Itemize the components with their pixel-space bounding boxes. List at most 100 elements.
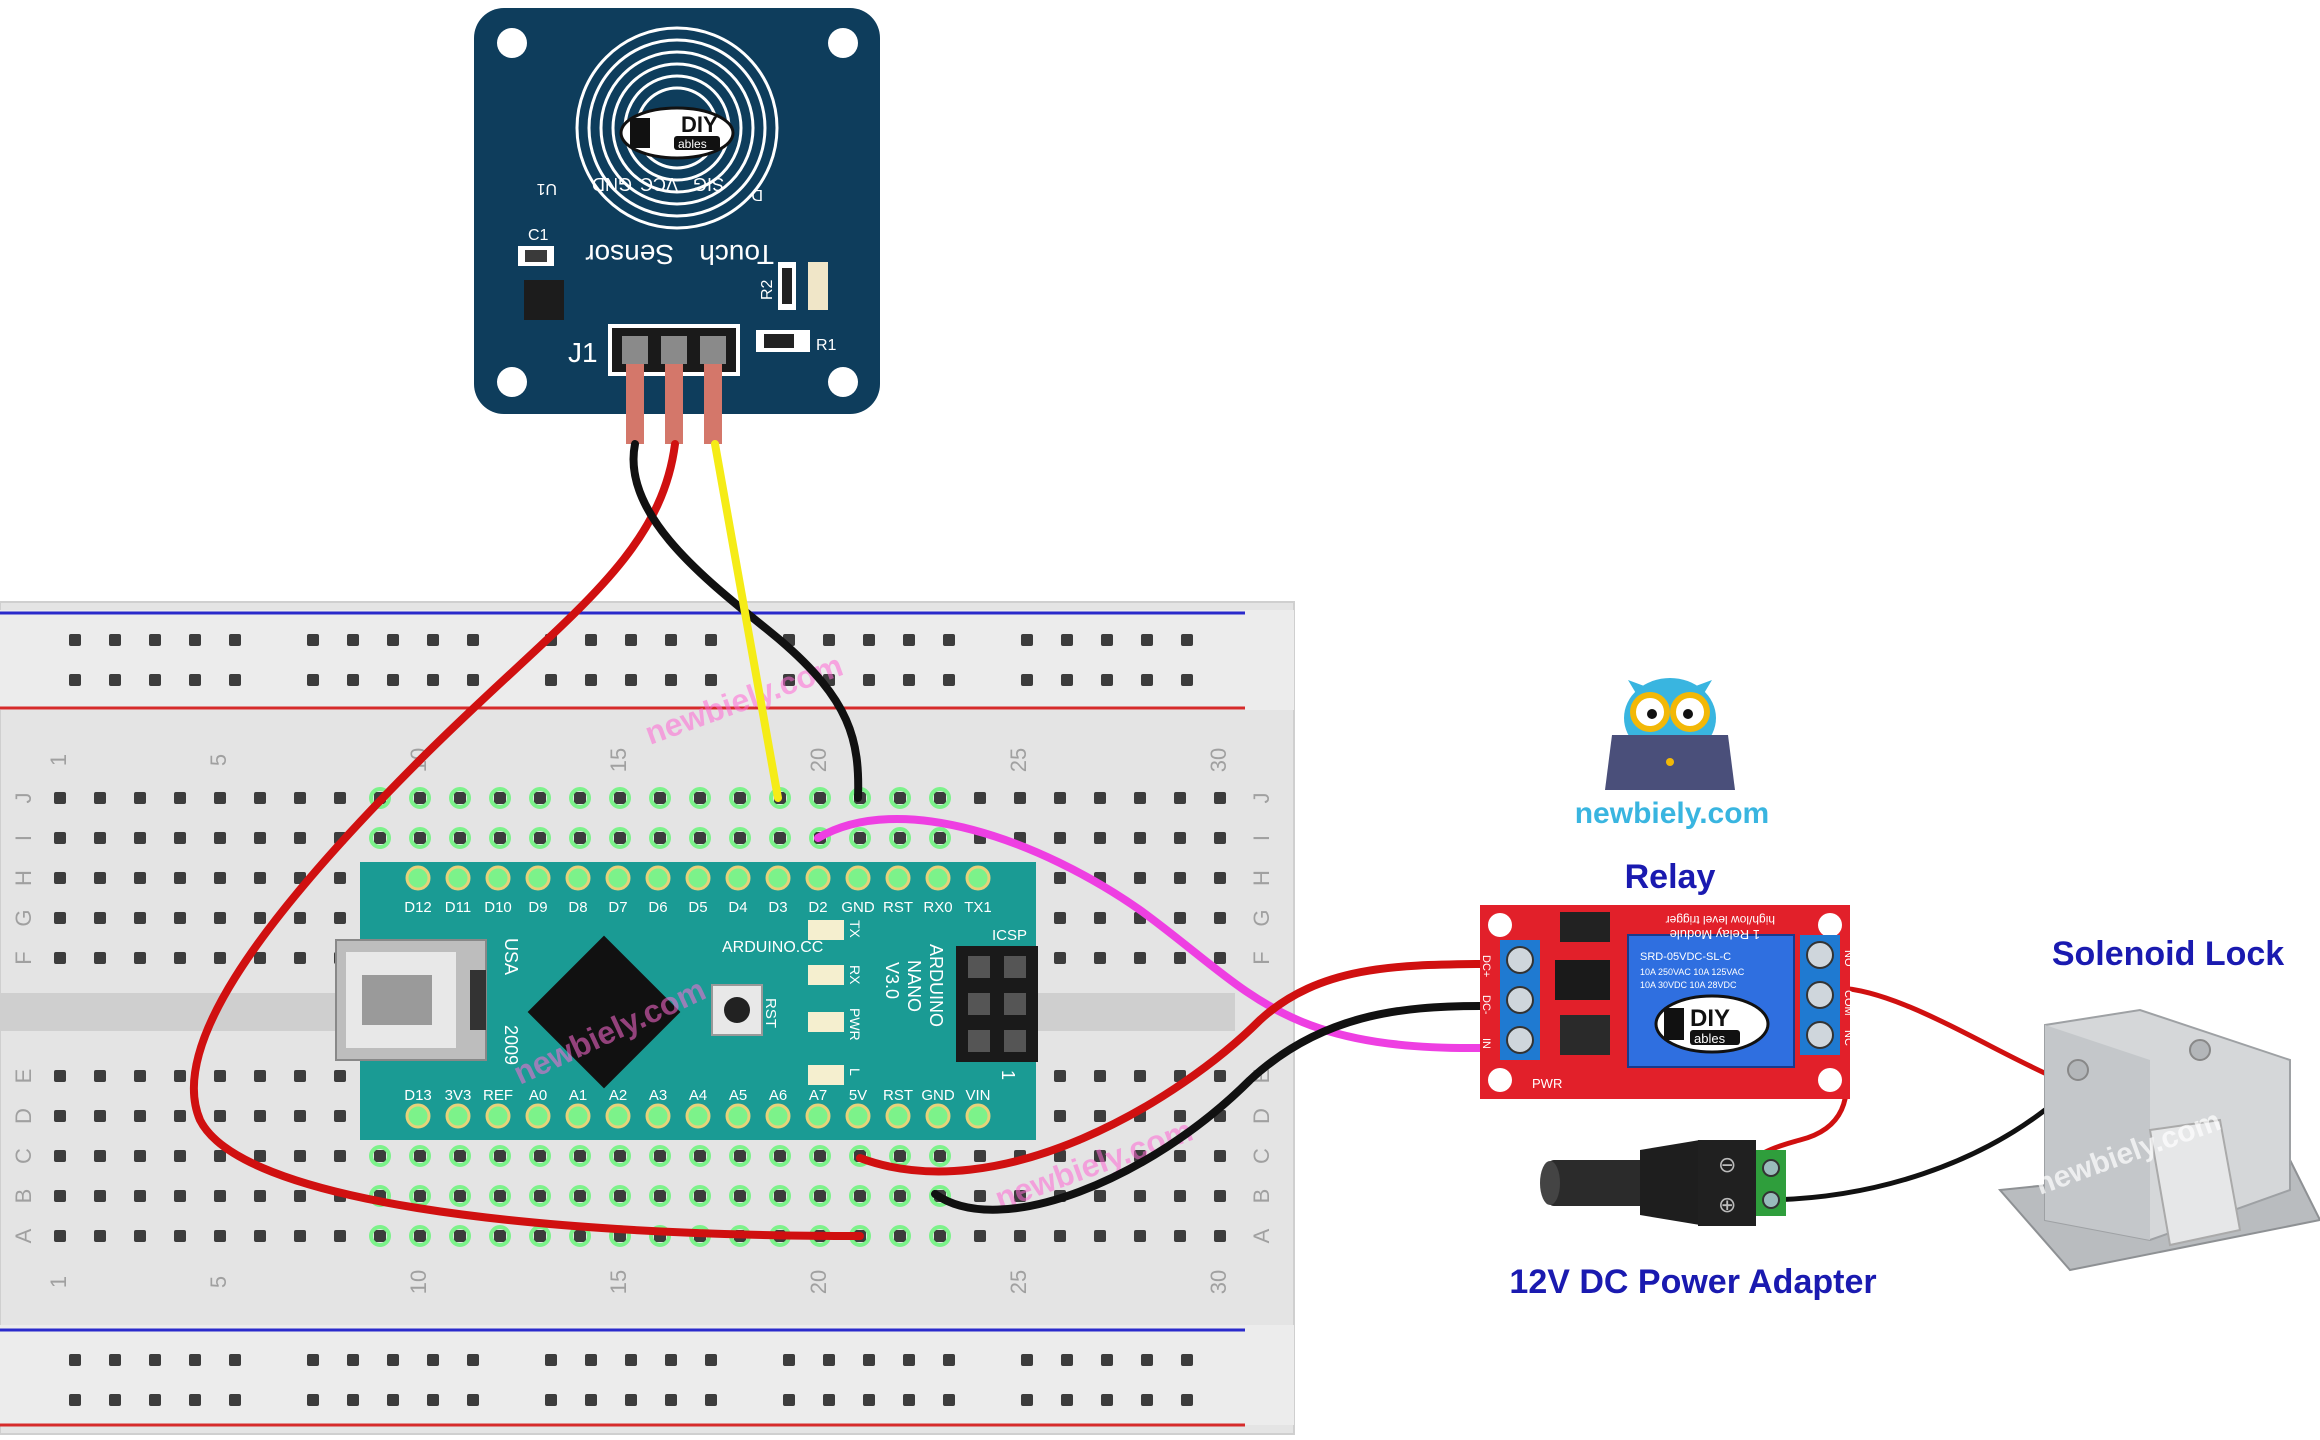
breadboard-hole [54, 1190, 66, 1202]
breadboard-hole [294, 912, 306, 924]
breadboard-rail-hole [229, 1394, 241, 1406]
wires [189, 440, 2063, 1240]
breadboard-hole [414, 1230, 426, 1242]
arduino-top-pin-label: D10 [484, 899, 512, 916]
arduino-pin-pad [605, 865, 631, 891]
breadboard-hole [1214, 792, 1226, 804]
breadboard-hole-active [489, 1145, 511, 1167]
arduino-pin-pad [605, 1103, 631, 1129]
breadboard-hole-active [889, 1185, 911, 1207]
dc-power-jack: ⊖ ⊕ [1540, 1140, 1786, 1226]
breadboard-rail-hole [943, 634, 955, 646]
breadboard-hole [894, 1230, 906, 1242]
breadboard-row-letter: I [11, 835, 36, 841]
breadboard-hole [134, 1070, 146, 1082]
breadboard-hole [1014, 1230, 1026, 1242]
breadboard-hole [54, 792, 66, 804]
breadboard-column-number: 30 [1206, 1270, 1231, 1294]
breadboard-rail-hole [705, 674, 717, 686]
arduino-pin-pad [925, 865, 951, 891]
breadboard-hole [774, 1190, 786, 1202]
breadboard-hole [174, 1110, 186, 1122]
breadboard-hole [134, 1150, 146, 1162]
wire-sensor-sig [711, 440, 782, 802]
breadboard-hole [174, 1190, 186, 1202]
breadboard-hole [1134, 792, 1146, 804]
relay-pin-in: IN [1480, 1038, 1492, 1049]
breadboard-rail-hole [467, 634, 479, 646]
arduino-model-line1: ARDUINO [926, 944, 946, 1027]
arduino-pin-pad [965, 865, 991, 891]
breadboard-hole [414, 832, 426, 844]
breadboard-rail-hole [229, 1354, 241, 1366]
breadboard-hole [1134, 952, 1146, 964]
arduino-bottom-pin-label: 3V3 [445, 1087, 472, 1104]
breadboard-hole [254, 1070, 266, 1082]
breadboard-hole [374, 1230, 386, 1242]
breadboard-rail-hole [943, 674, 955, 686]
breadboard-rail-hole [189, 1394, 201, 1406]
breadboard-hole [814, 1150, 826, 1162]
breadboard-row-letter: C [11, 1148, 36, 1164]
breadboard-hole [1214, 1230, 1226, 1242]
breadboard-hole-active [809, 787, 831, 809]
breadboard-row-letter: F [11, 951, 36, 964]
breadboard-hole [1214, 1070, 1226, 1082]
breadboard-rail-hole [467, 674, 479, 686]
breadboard-hole [774, 832, 786, 844]
breadboard-hole [654, 792, 666, 804]
breadboard-hole [774, 1150, 786, 1162]
breadboard-row-letter: J [1249, 793, 1274, 804]
breadboard-hole [854, 1190, 866, 1202]
breadboard-row-letter: E [11, 1069, 36, 1084]
arduino-top-pin-label: TX1 [964, 899, 992, 916]
breadboard-hole [94, 872, 106, 884]
breadboard-hole-active [889, 827, 911, 849]
breadboard-hole [254, 912, 266, 924]
breadboard-hole [174, 832, 186, 844]
arduino-top-pin-label: RX0 [923, 899, 952, 916]
breadboard-hole [214, 1070, 226, 1082]
arduino-bottom-pin-label: A4 [689, 1087, 707, 1104]
breadboard-hole [974, 1150, 986, 1162]
breadboard-hole [1134, 872, 1146, 884]
breadboard-rail-hole [625, 1354, 637, 1366]
breadboard-hole [214, 952, 226, 964]
breadboard-hole [1094, 1190, 1106, 1202]
breadboard-hole [174, 952, 186, 964]
breadboard-hole [214, 912, 226, 924]
breadboard-hole [214, 1230, 226, 1242]
breadboard-hole [334, 872, 346, 884]
adapter-label: 12V DC Power Adapter [1509, 1263, 1876, 1301]
breadboard-rail-hole [585, 1354, 597, 1366]
breadboard-hole-active [649, 787, 671, 809]
breadboard-row-letter: H [11, 870, 36, 886]
sensor-title-line2: Sensor [585, 239, 674, 270]
breadboard-hole [1174, 792, 1186, 804]
icsp-label: ICSP [992, 927, 1027, 944]
breadboard-rail-hole [69, 1354, 81, 1366]
arduino-pin-pad [805, 1103, 831, 1129]
arduino-top-pin-label: RST [883, 899, 913, 916]
breadboard-hole-active [449, 1225, 471, 1247]
breadboard-hole [254, 792, 266, 804]
breadboard-hole-active [609, 827, 631, 849]
breadboard-hole [454, 1190, 466, 1202]
breadboard-row-letter: B [1249, 1189, 1274, 1204]
breadboard-hole [734, 1190, 746, 1202]
breadboard-hole [1054, 872, 1066, 884]
arduino-bottom-pin-label: A1 [569, 1087, 587, 1104]
relay-pin-dcplus: DC+ [1480, 955, 1492, 977]
breadboard-hole [894, 1190, 906, 1202]
breadboard-hole [1134, 832, 1146, 844]
breadboard-hole-active [849, 1185, 871, 1207]
arduino-pin-pad [565, 1103, 591, 1129]
arduino-model-line2: NANO [904, 960, 924, 1012]
breadboard-rail-hole [189, 634, 201, 646]
arduino-bottom-pin-label: A0 [529, 1087, 547, 1104]
breadboard-hole-active [369, 827, 391, 849]
breadboard-rail-hole [189, 674, 201, 686]
breadboard-rail-hole [427, 1394, 439, 1406]
breadboard-hole-active [729, 1185, 751, 1207]
